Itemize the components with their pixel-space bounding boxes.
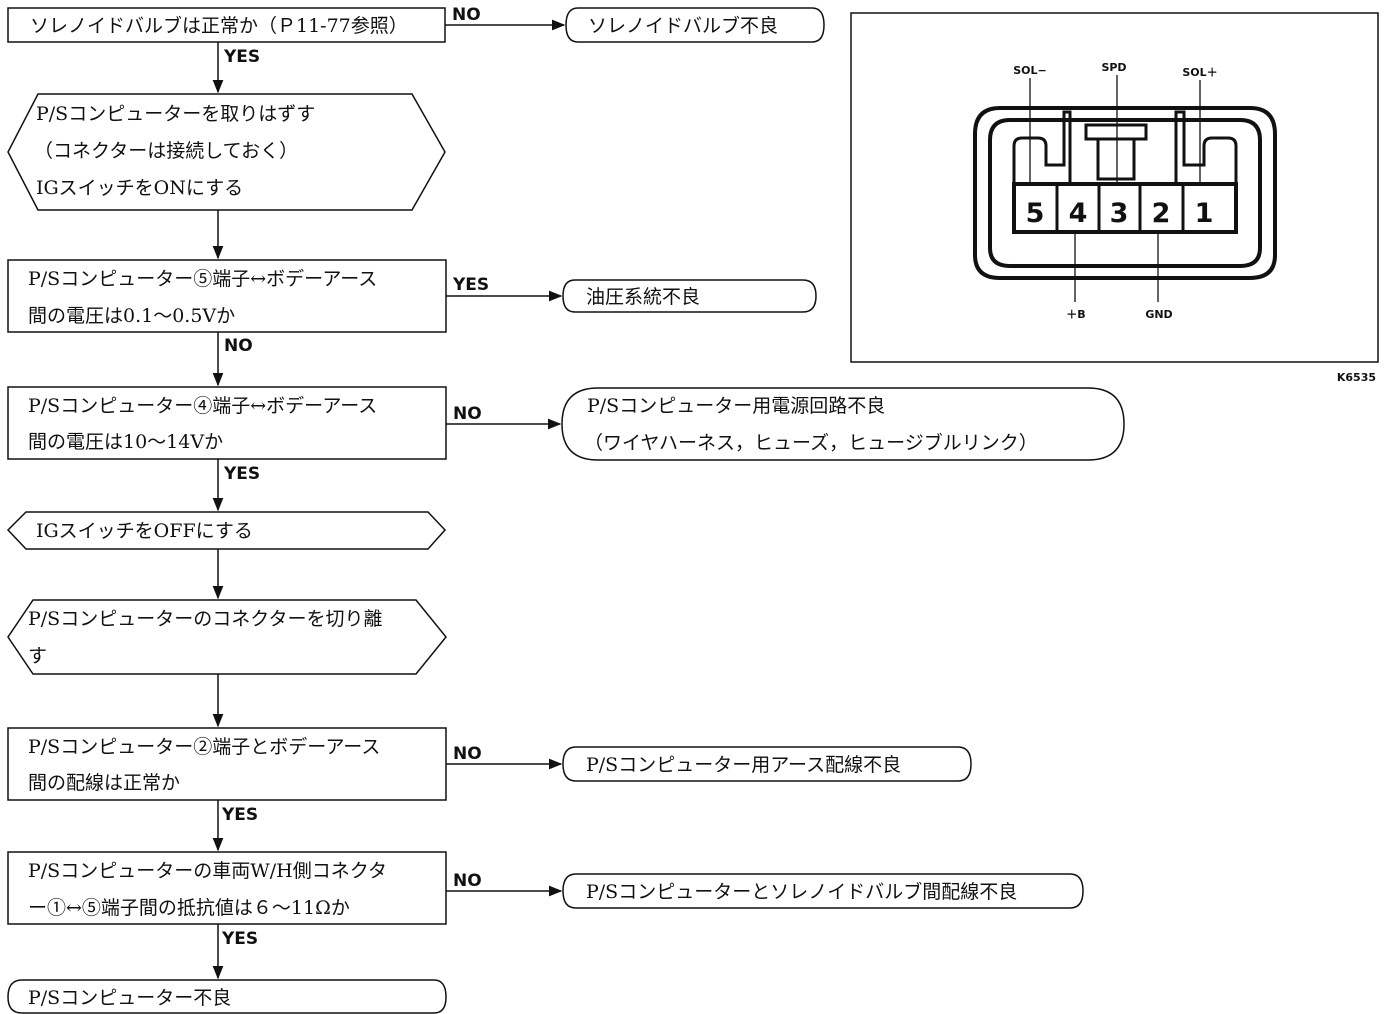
n7-no-label: NO	[453, 744, 482, 764]
n3-text-line2: 間の電圧は0.1〜0.5Vか	[28, 305, 235, 327]
connector-right-latch	[1174, 110, 1238, 184]
n2-text-line2: （コネクターは接続しておく）	[34, 140, 298, 162]
n8-text-line2: ー①↔⑤端子間の抵抗値は６〜11Ωか	[28, 897, 350, 919]
n7-yes-label: YES	[221, 805, 258, 825]
n5-text: IGスイッチをOFFにする	[36, 520, 253, 542]
n4-box	[7, 386, 447, 460]
n1-no-label: NO	[452, 5, 481, 25]
connector-frame	[850, 12, 1379, 363]
connector-pin-row	[1012, 182, 1238, 234]
label-plus-b: ＋B	[1066, 308, 1085, 321]
n3-text-line1: P/Sコンピューター⑤端子↔ボデーアース	[28, 268, 377, 290]
n7-text-line2: 間の配線は正常か	[28, 772, 180, 794]
r4-text-line2: （ワイヤハーネス，ヒューズ，ヒュージブルリンク）	[584, 431, 1038, 454]
pin-4: 4	[1069, 198, 1088, 229]
pin-2: 2	[1152, 198, 1171, 229]
n6-text-line2: す	[28, 645, 47, 667]
r7-box	[562, 746, 972, 782]
pin-3: 3	[1110, 198, 1129, 229]
n4-text-line2: 間の電圧は10〜14Vか	[28, 431, 223, 453]
label-sol-minus: SOL−	[1013, 64, 1047, 77]
n6-text-line1: P/Sコンピューターのコネクターを切り離	[28, 608, 382, 630]
n4-no-label: NO	[453, 404, 482, 424]
r3-box	[562, 279, 817, 313]
connector-key-body	[1096, 137, 1136, 181]
r4-text-line1: P/Sコンピューター用電源回路不良	[587, 395, 885, 417]
n2-text-line1: P/Sコンピューターを取りはずす	[36, 103, 315, 125]
label-spd: SPD	[1101, 61, 1126, 74]
n9-text: P/Sコンピューター不良	[28, 987, 231, 1009]
n4-text-line1: P/Sコンピューター④端子↔ボデーアース	[28, 395, 377, 417]
r8-box	[562, 873, 1084, 909]
n9-box	[7, 979, 447, 1014]
r4-box	[561, 387, 1125, 461]
n2-text-line3: IGスイッチをONにする	[36, 177, 243, 199]
n3-no-label: NO	[224, 336, 253, 356]
connector-figure: 5 4 3 2 1 SOL− SPD SOL＋ ＋B GND K6535	[850, 12, 1379, 384]
label-gnd: GND	[1145, 308, 1172, 321]
n8-box	[7, 851, 447, 925]
n4-yes-label: YES	[223, 464, 260, 484]
n7-text-line1: P/Sコンピューター②端子とボデーアース	[28, 736, 380, 758]
connector-key-top	[1084, 123, 1148, 141]
label-sol-plus: SOL＋	[1182, 66, 1217, 79]
n8-yes-label: YES	[221, 929, 258, 949]
connector-left-latch	[1012, 110, 1072, 184]
r1-text: ソレノイドバルブ不良	[588, 14, 778, 37]
n1-yes-label: YES	[223, 47, 260, 67]
r1-box	[565, 7, 825, 43]
n8-no-label: NO	[453, 871, 482, 891]
n2-hex	[7, 93, 446, 211]
r8-text: P/Sコンピューターとソレノイドバルブ間配線不良	[586, 880, 1017, 903]
r3-text: 油圧系統不良	[586, 286, 700, 308]
r7-text: P/Sコンピューター用アース配線不良	[586, 754, 901, 776]
n3-yes-label: YES	[452, 275, 489, 295]
n6-hex	[7, 599, 447, 675]
figure-code: K6535	[1337, 371, 1376, 384]
n8-text-line1: P/Sコンピューターの車両W/H側コネクタ	[28, 860, 387, 882]
connector-housing-inner	[988, 118, 1262, 268]
pin-5: 5	[1026, 198, 1045, 229]
n5-hex	[6, 511, 447, 550]
connector-housing-outer	[973, 106, 1277, 280]
n1-text: ソレノイドバルブは正常か（Ｐ11-77参照）	[30, 14, 408, 37]
pin-1: 1	[1195, 198, 1214, 229]
